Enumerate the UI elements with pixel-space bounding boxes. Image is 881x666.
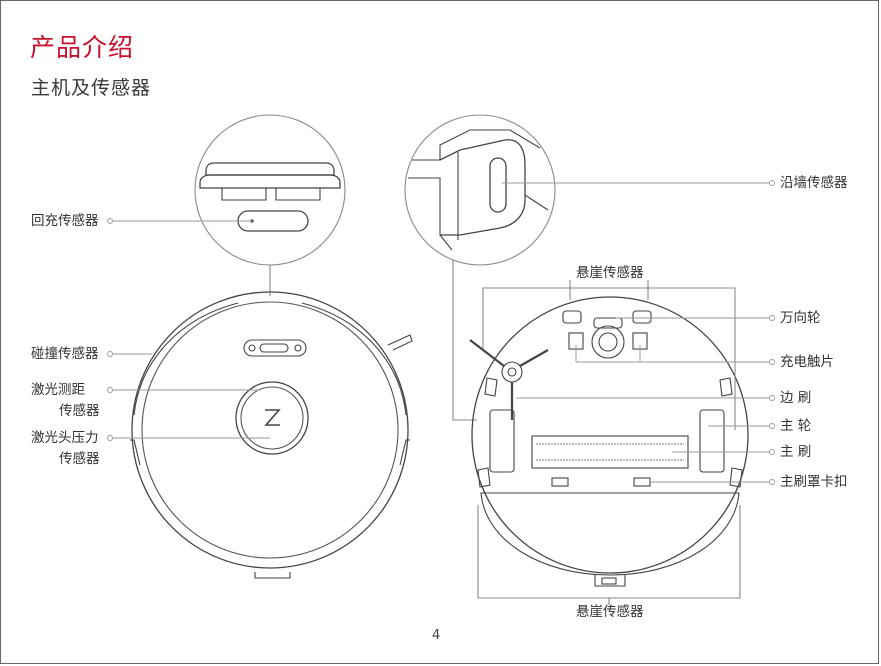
zoom-circle-wall-sensor — [404, 114, 556, 421]
label-main-wheel: 主 轮 — [780, 418, 812, 434]
label-collision-sensor: 碰撞传感器 — [31, 346, 99, 362]
label-omni-wheel: 万向轮 — [780, 310, 821, 326]
label-lds-line1: 激光测距 — [31, 382, 85, 398]
label-side-brush: 边 刷 — [780, 390, 812, 406]
robot-bottom-view — [469, 280, 749, 605]
label-charging-contacts: 充电触片 — [780, 354, 834, 370]
label-cliff-sensor-top: 悬崖传感器 — [576, 265, 644, 281]
robot-top-view — [130, 291, 413, 579]
label-main-brush: 主 刷 — [780, 444, 812, 460]
label-cliff-sensor-bottom: 悬崖传感器 — [576, 604, 644, 620]
section-subtitle: 主机及传感器 — [31, 77, 152, 99]
label-pressure-line2: 传感器 — [59, 451, 100, 467]
page-number: 4 — [432, 628, 441, 643]
label-dock-sensor: 回充传感器 — [31, 213, 99, 229]
label-lds-line2: 传感器 — [59, 403, 100, 419]
label-wall-sensor: 沿墙传感器 — [780, 175, 848, 191]
label-brush-cover-latch: 主刷罩卡扣 — [780, 474, 848, 490]
page-title: 产品介绍 — [30, 33, 135, 62]
zoom-circle-dock-sensor — [194, 114, 346, 296]
label-pressure-line1: 激光头压力 — [31, 430, 99, 446]
